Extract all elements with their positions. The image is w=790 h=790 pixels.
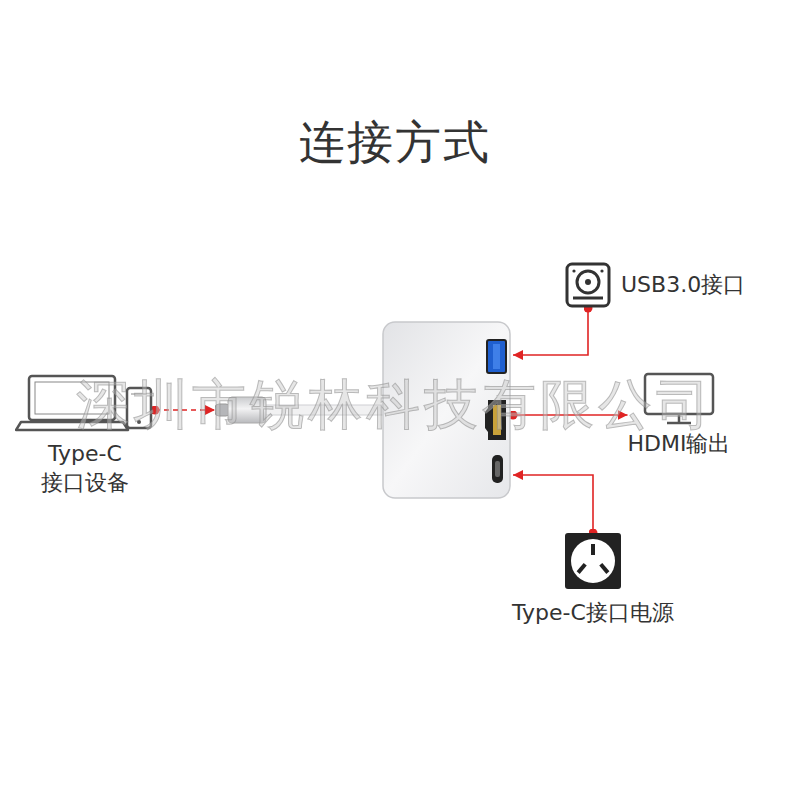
device-node: Type-C 接口设备 bbox=[15, 372, 155, 497]
power-outlet-icon bbox=[565, 533, 621, 589]
connector-arrow bbox=[513, 414, 628, 416]
usb-drive-icon bbox=[565, 262, 611, 308]
connector-arrow bbox=[155, 409, 215, 411]
usb-port-node: USB3.0接口 bbox=[565, 262, 745, 308]
node-label: HDMI输出 bbox=[628, 430, 731, 459]
node-label: USB3.0接口 bbox=[621, 271, 745, 300]
adapter-illustration bbox=[215, 320, 513, 500]
monitor-icon bbox=[643, 372, 715, 426]
adapter-node bbox=[215, 320, 513, 500]
title: 连接方式 bbox=[0, 112, 790, 174]
node-label: Type-C 接口设备 bbox=[38, 440, 132, 497]
power-node: Type-C接口电源 bbox=[512, 533, 674, 628]
device-icon bbox=[15, 372, 155, 434]
connector-arrow bbox=[513, 308, 588, 355]
node-label: Type-C接口电源 bbox=[512, 599, 674, 628]
connector-arrow bbox=[513, 475, 593, 533]
hdmi-output-node: HDMI输出 bbox=[628, 372, 731, 459]
